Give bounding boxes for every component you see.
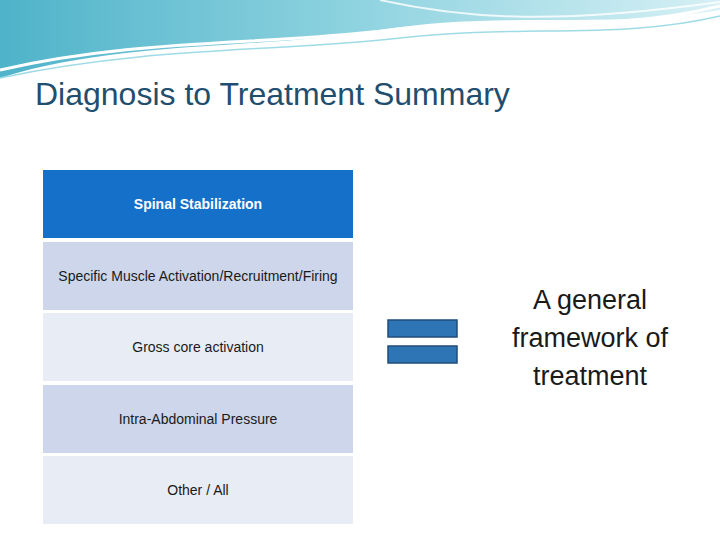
header-stripe <box>380 0 720 17</box>
summary-label: A general framework of treatment <box>482 281 698 395</box>
equals-bar <box>388 346 457 363</box>
equals-bar <box>388 320 457 337</box>
header-swoosh <box>0 0 720 78</box>
slide-title: Diagnosis to Treatment Summary <box>35 74 510 114</box>
list-band: Specific Muscle Activation/Recruitment/F… <box>43 242 353 310</box>
band-text: Spinal Stabilization <box>124 195 272 213</box>
header-stripe <box>0 16 720 78</box>
band-text: Intra-Abdominal Pressure <box>109 410 288 428</box>
list-band: Intra-Abdominal Pressure <box>43 385 353 453</box>
list-band: Gross core activation <box>43 313 353 381</box>
list-band: Other / All <box>43 456 353 524</box>
band-text: Specific Muscle Activation/Recruitment/F… <box>48 267 347 285</box>
band-text: Other / All <box>157 481 238 499</box>
band-text: Gross core activation <box>122 338 274 356</box>
list-band: Spinal Stabilization <box>43 170 353 238</box>
